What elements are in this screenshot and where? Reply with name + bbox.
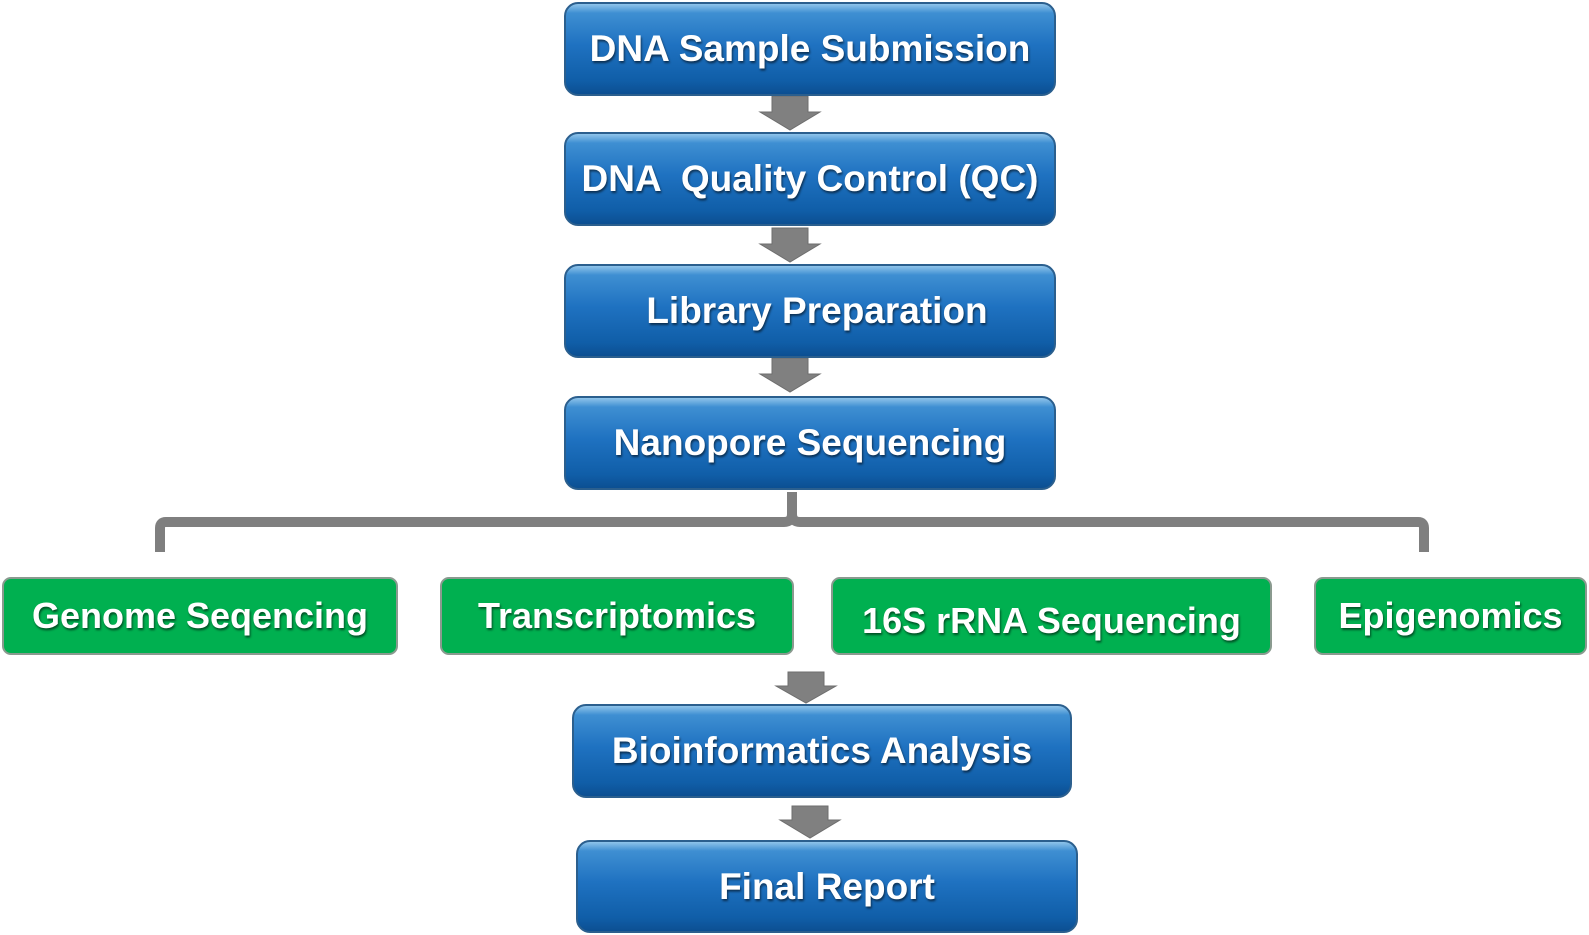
branch-bracket bbox=[155, 492, 1429, 552]
arrow-down-icon bbox=[778, 805, 842, 839]
step-label: Bioinformatics Analysis bbox=[611, 730, 1033, 771]
application-label: Transcriptomics bbox=[477, 595, 757, 636]
application-label: 16S rRNA Sequencing bbox=[862, 600, 1241, 641]
arrow-down-icon bbox=[758, 357, 822, 393]
step-label: Final Report bbox=[719, 865, 935, 907]
step-label: DNA Quality Control (QC) bbox=[581, 158, 1039, 199]
step-final-report: Final Report bbox=[576, 840, 1078, 933]
step-label: DNA Sample Submission bbox=[589, 28, 1031, 69]
step-bioinformatics-analysis: Bioinformatics Analysis bbox=[572, 704, 1072, 798]
application-16s-rrna-sequencing: 16S rRNA Sequencing bbox=[831, 577, 1272, 655]
step-label: Nanopore Sequencing bbox=[613, 422, 1007, 463]
arrow-down-icon bbox=[758, 227, 822, 263]
application-label: Epigenomics bbox=[1338, 595, 1563, 636]
application-label: Genome Seqencing bbox=[31, 595, 369, 636]
step-quality-control: DNA Quality Control (QC) bbox=[564, 132, 1056, 226]
arrow-down-icon bbox=[758, 95, 822, 131]
step-nanopore-sequencing: Nanopore Sequencing bbox=[564, 396, 1056, 490]
application-transcriptomics: Transcriptomics bbox=[440, 577, 794, 655]
application-epigenomics: Epigenomics bbox=[1314, 577, 1587, 655]
step-label: Library Preparation bbox=[646, 290, 988, 331]
arrow-down-icon bbox=[774, 671, 838, 704]
step-library-preparation: Library Preparation bbox=[564, 264, 1056, 358]
step-sample-submission: DNA Sample Submission bbox=[564, 2, 1056, 96]
application-genome-sequencing: Genome Seqencing bbox=[2, 577, 398, 655]
